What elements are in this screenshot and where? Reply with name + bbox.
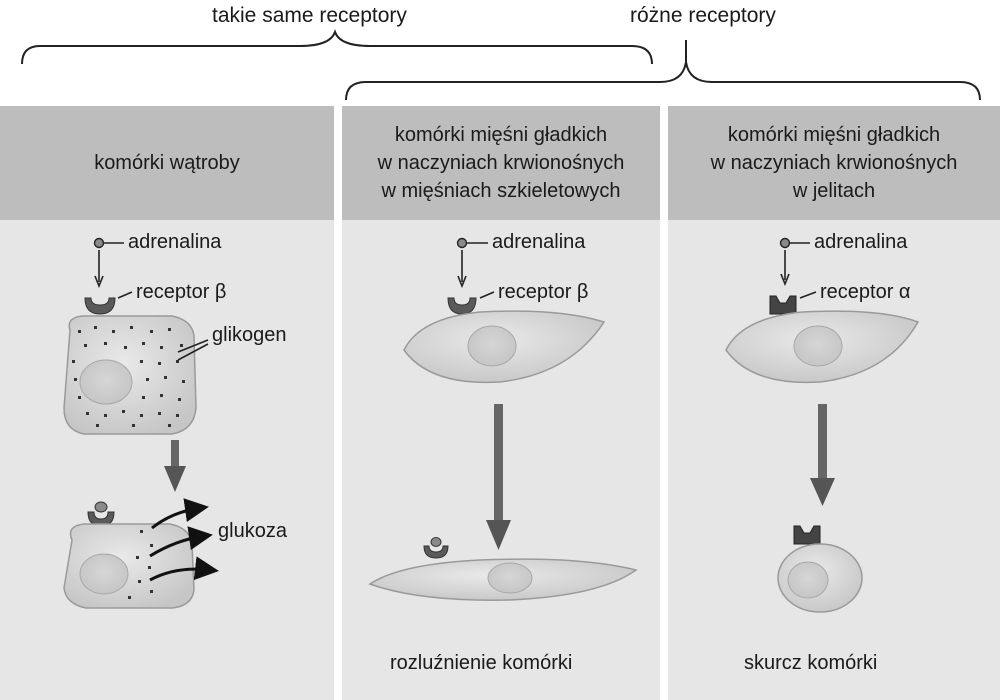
header-line: komórki wątroby [94, 152, 240, 174]
panel-liver: komórki wątroby [0, 106, 334, 700]
intestine-adrenalina-label: adrenalina [814, 231, 908, 253]
panel-header-liver: komórki wątroby [0, 106, 334, 220]
panel-skeletal-vessels: komórki mięśni gładkich w naczyniach krw… [342, 106, 660, 700]
liver-glukoza-label: glukoza [218, 520, 287, 542]
skeletal-caption: rozluźnienie komórki [390, 652, 573, 674]
header-line: w naczyniach krwionośnych [710, 152, 958, 174]
same-receptors-label: takie same receptory [212, 4, 407, 27]
panel-intestine-vessels: komórki mięśni gładkich w naczyniach krw… [668, 106, 1000, 700]
liver-glikogen-label: glikogen [212, 324, 287, 346]
liver-adrenalina-label: adrenalina [128, 231, 222, 253]
different-receptors-label: różne receptory [630, 4, 776, 27]
intestine-caption: skurcz komórki [744, 652, 878, 674]
header-line: komórki mięśni gładkich [727, 124, 941, 146]
brace-same [21, 29, 653, 65]
header-line: w jelitach [792, 180, 876, 202]
skeletal-adrenalina-label: adrenalina [492, 231, 586, 253]
header-line: w naczyniach krwionośnych [377, 152, 625, 174]
skeletal-receptor-label: receptor β [498, 281, 589, 303]
panel-header-skeletal-vessels: komórki mięśni gładkich w naczyniach krw… [342, 106, 660, 220]
brace-different [345, 40, 981, 101]
liver-receptor-label: receptor β [136, 281, 227, 303]
intestine-receptor-label: receptor α [820, 281, 911, 303]
header-line: komórki mięśni gładkich [394, 124, 608, 146]
panel-header-intestine-vessels: komórki mięśni gładkich w naczyniach krw… [668, 106, 1000, 220]
header-line: w mięśniach szkieletowych [381, 180, 621, 202]
